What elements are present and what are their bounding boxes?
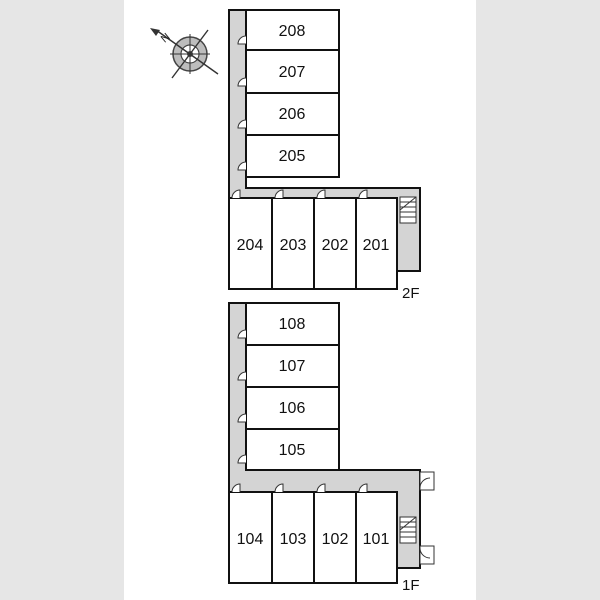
- unit-103: 103: [271, 483, 315, 584]
- unit-106: 106: [237, 386, 340, 430]
- unit-203: 203: [271, 189, 315, 290]
- floor-label-1f: 1F: [402, 577, 420, 594]
- entrance-door-icon: [419, 471, 435, 491]
- compass-north-label: N: [159, 31, 173, 45]
- door-icon: [231, 483, 241, 493]
- unit-label: 106: [279, 400, 306, 417]
- unit-label: 208: [279, 23, 306, 40]
- unit-label: 205: [279, 148, 306, 165]
- door-icon: [237, 454, 247, 464]
- unit-label: 103: [280, 531, 307, 548]
- unit-104: 104: [228, 483, 273, 584]
- compass-icon: N: [150, 28, 219, 79]
- unit-102: 102: [313, 483, 357, 584]
- unit-label: 202: [322, 237, 349, 254]
- door-icon: [316, 483, 326, 493]
- door-icon: [358, 483, 368, 493]
- door-icon: [237, 119, 247, 129]
- unit-207: 207: [237, 49, 340, 94]
- door-icon: [237, 35, 247, 45]
- door-icon: [274, 189, 284, 199]
- unit-label: 107: [279, 358, 306, 375]
- door-icon: [237, 413, 247, 423]
- door-icon: [231, 189, 241, 199]
- door-icon: [237, 77, 247, 87]
- unit-label: 206: [279, 106, 306, 123]
- unit-108: 108: [237, 302, 340, 346]
- unit-202: 202: [313, 189, 357, 290]
- unit-label: 207: [279, 64, 306, 81]
- unit-label: 102: [322, 531, 349, 548]
- unit-208: 208: [237, 9, 340, 51]
- unit-label: 105: [279, 442, 306, 459]
- door-icon: [274, 483, 284, 493]
- unit-206: 206: [237, 92, 340, 136]
- door-icon: [358, 189, 368, 199]
- unit-label: 101: [363, 531, 390, 548]
- door-icon: [237, 371, 247, 381]
- floor-label-2f: 2F: [402, 285, 420, 302]
- entrance-door-icon: [419, 545, 435, 565]
- unit-label: 104: [237, 531, 264, 548]
- door-icon: [316, 189, 326, 199]
- floor-2f: 208 207 206 205 204: [228, 9, 421, 302]
- unit-107: 107: [237, 344, 340, 388]
- unit-205: 205: [237, 134, 340, 178]
- unit-101: 101: [355, 483, 398, 584]
- stairs-icon: [399, 516, 417, 544]
- unit-label: 203: [280, 237, 307, 254]
- unit-201: 201: [355, 189, 398, 290]
- unit-105: 105: [237, 428, 340, 471]
- stairs-icon: [399, 196, 417, 224]
- unit-label: 201: [363, 237, 390, 254]
- door-icon: [237, 161, 247, 171]
- unit-label: 204: [237, 237, 264, 254]
- floor-1f: 108 107 106 105 104: [228, 302, 435, 594]
- unit-204: 204: [228, 189, 273, 290]
- unit-label: 108: [279, 316, 306, 333]
- door-icon: [237, 329, 247, 339]
